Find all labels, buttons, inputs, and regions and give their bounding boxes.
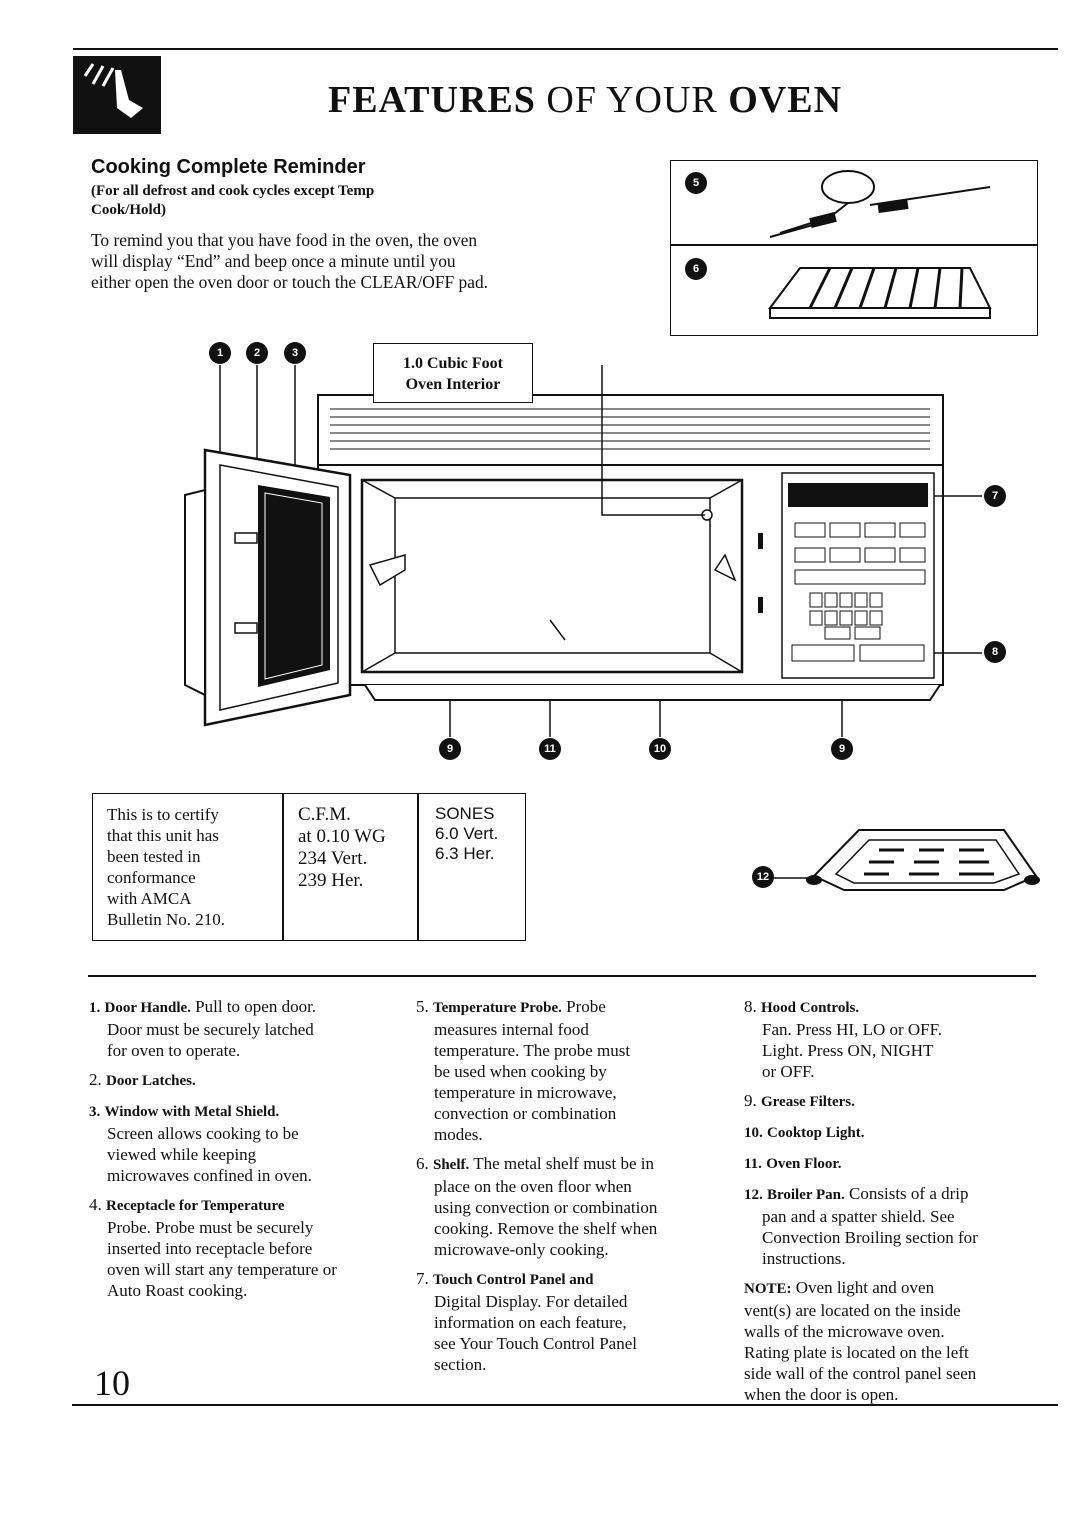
- callout-7: 7: [984, 485, 1006, 507]
- bottom-rule: [72, 1404, 1058, 1406]
- brand-logo: [73, 56, 161, 134]
- callout-2: 2: [246, 342, 268, 364]
- feature-item: 2. Door Latches.: [89, 1070, 196, 1089]
- feature-item: 1. Door Handle. Pull to open door. Door …: [89, 997, 317, 1060]
- cert-divider: [417, 793, 419, 941]
- capacity-label: 1.0 Cubic Foot Oven Interior: [373, 343, 533, 403]
- accessories-box: [670, 160, 1038, 336]
- feature-item: 11. Oven Floor.: [744, 1156, 842, 1172]
- feature-item: 7. Touch Control Panel and Digital Displ…: [416, 1269, 637, 1374]
- cert-divider: [282, 793, 284, 941]
- callout-1: 1: [209, 342, 231, 364]
- feature-item: 3. Window with Metal Shield. Screen allo…: [89, 1104, 312, 1185]
- callout-10: 10: [649, 738, 671, 760]
- callout-9-right: 9: [831, 738, 853, 760]
- accessories-divider: [670, 244, 1038, 246]
- feature-item: 10. Cooktop Light.: [744, 1125, 865, 1141]
- page-title: FEATURES OF YOUR OVEN: [328, 79, 843, 121]
- feature-item: 9. Grease Filters.: [744, 1091, 855, 1110]
- features-column-3: 8. Hood Controls. Fan. Press HI, LO or O…: [744, 996, 1044, 1413]
- feature-item: 12. Broiler Pan. Consists of a drip pan …: [744, 1184, 978, 1268]
- callout-11: 11: [539, 738, 561, 760]
- page-number: 10: [94, 1363, 130, 1403]
- callout-8: 8: [984, 641, 1006, 663]
- section-rule: [88, 975, 1036, 977]
- features-column-1: 1. Door Handle. Pull to open door. Door …: [89, 996, 389, 1309]
- callout-5: 5: [685, 172, 707, 194]
- reminder-heading: Cooking Complete Reminder: [91, 156, 366, 178]
- temperature-probe-illustration: [769, 170, 991, 238]
- callout-3: 3: [284, 342, 306, 364]
- callout-6: 6: [685, 258, 707, 280]
- metal-shelf-illustration: [768, 267, 992, 319]
- oven-note: NOTE: Oven light and oven vent(s) are lo…: [744, 1278, 977, 1404]
- reminder-note: (For all defrost and cook cycles except …: [91, 183, 375, 218]
- feature-item: 8. Hood Controls. Fan. Press HI, LO or O…: [744, 997, 942, 1081]
- oven-illustration: [184, 365, 982, 737]
- feature-item: 5. Temperature Probe. Probe measures int…: [416, 997, 631, 1144]
- feature-item: 6. Shelf. The metal shelf must be in pla…: [416, 1154, 658, 1259]
- broiler-pan-illustration: [774, 829, 1040, 891]
- feature-item: 4. Receptacle for Temperature Probe. Pro…: [89, 1195, 337, 1300]
- reminder-body: To remind you that you have food in the …: [91, 230, 489, 292]
- top-rule: [73, 48, 1058, 50]
- callout-12: 12: [752, 866, 774, 888]
- callout-9-left: 9: [439, 738, 461, 760]
- features-column-2: 5. Temperature Probe. Probe measures int…: [416, 996, 716, 1383]
